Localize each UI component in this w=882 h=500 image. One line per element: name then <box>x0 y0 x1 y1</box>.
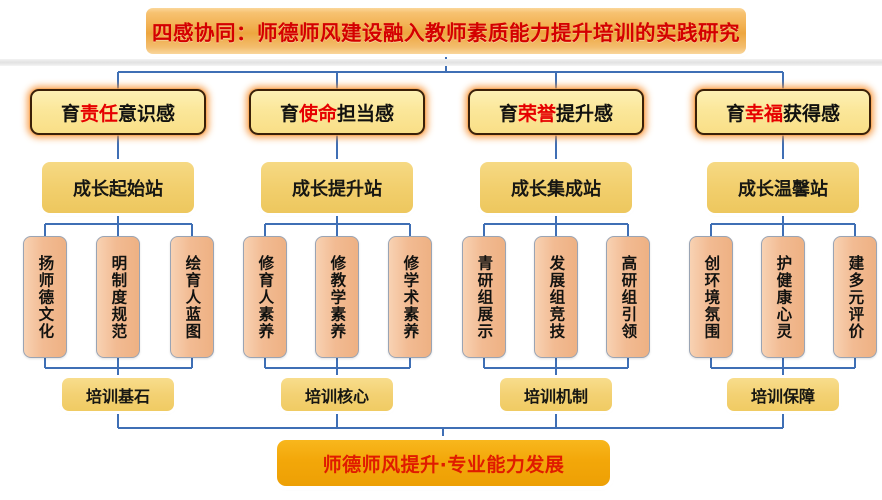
dimension-3-pre: 育 <box>498 102 518 125</box>
dimension-2-pre: 育 <box>279 102 299 125</box>
summary-box-1[interactable]: 培训基石 <box>62 378 174 411</box>
summary-box-4[interactable]: 培训保障 <box>727 378 839 411</box>
action-box-2-3[interactable]: 修学术素养 <box>388 236 432 358</box>
dimension-3-highlight: 荣誉 <box>517 102 556 125</box>
dimension-4-post: 获得感 <box>783 102 841 125</box>
action-box-4-3[interactable]: 建多元评价 <box>833 236 877 358</box>
summary-box-3[interactable]: 培训机制 <box>500 378 612 411</box>
dimension-2-post: 担当感 <box>337 102 395 125</box>
dimension-box-4[interactable]: 育幸福获得感 <box>695 89 871 135</box>
action-box-2-2[interactable]: 修教学素养 <box>315 236 359 358</box>
dimension-box-2[interactable]: 育使命担当感 <box>249 89 425 135</box>
station-box-2[interactable]: 成长提升站 <box>261 162 413 213</box>
action-box-3-2[interactable]: 发展组竞技 <box>534 236 578 358</box>
diagram-title: 四感协同：师德师风建设融入教师素质能力提升培训的实践研究 <box>146 8 746 54</box>
dimension-box-1[interactable]: 育责任意识感 <box>30 89 206 135</box>
dimension-box-3[interactable]: 育荣誉提升感 <box>468 89 644 135</box>
action-box-2-1[interactable]: 修育人素养 <box>243 236 287 358</box>
action-box-1-3[interactable]: 绘育人蓝图 <box>170 236 214 358</box>
action-box-3-3[interactable]: 高研组引领 <box>606 236 650 358</box>
action-box-4-2[interactable]: 护健康心灵 <box>761 236 805 358</box>
action-box-1-2[interactable]: 明制度规范 <box>96 236 140 358</box>
dimension-4-pre: 育 <box>725 102 745 125</box>
station-box-3[interactable]: 成长集成站 <box>480 162 632 213</box>
summary-box-2[interactable]: 培训核心 <box>281 378 393 411</box>
footer-conclusion-box[interactable]: 师德师风提升·专业能力发展 <box>277 440 610 486</box>
title-underbar <box>0 59 882 66</box>
action-box-4-1[interactable]: 创环境氛围 <box>689 236 733 358</box>
dimension-1-pre: 育 <box>60 102 80 125</box>
station-box-1[interactable]: 成长起始站 <box>42 162 194 213</box>
dimension-1-post: 意识感 <box>118 102 176 125</box>
action-box-1-1[interactable]: 扬师德文化 <box>23 236 67 358</box>
station-box-4[interactable]: 成长温馨站 <box>707 162 859 213</box>
dimension-1-highlight: 责任 <box>79 102 118 125</box>
dimension-2-highlight: 使命 <box>298 102 337 125</box>
dimension-3-post: 提升感 <box>556 102 614 125</box>
dimension-4-highlight: 幸福 <box>744 102 783 125</box>
action-box-3-1[interactable]: 青研组展示 <box>462 236 506 358</box>
